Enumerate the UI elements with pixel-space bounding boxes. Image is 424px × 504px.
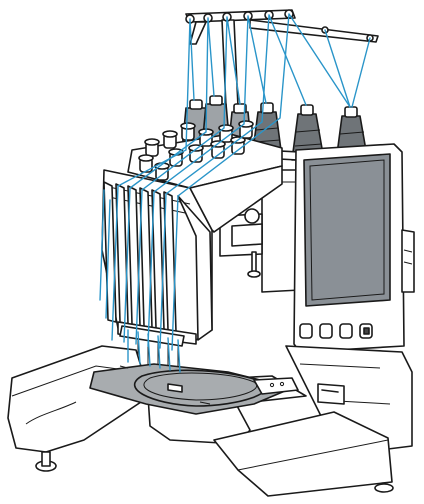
- lcd-screen: [303, 153, 391, 307]
- control-button: [299, 323, 313, 339]
- control-buttons: [299, 323, 373, 339]
- operation-panel: [293, 143, 415, 353]
- hoop-frame: [134, 369, 268, 407]
- threads: [99, 13, 371, 373]
- take-up-levers: [103, 181, 177, 333]
- base-foot: [374, 483, 394, 493]
- control-button: [339, 323, 353, 339]
- machine-base: [7, 345, 413, 497]
- control-button: [319, 323, 333, 339]
- knob: [244, 208, 260, 224]
- embroidery-hoop: [89, 363, 299, 415]
